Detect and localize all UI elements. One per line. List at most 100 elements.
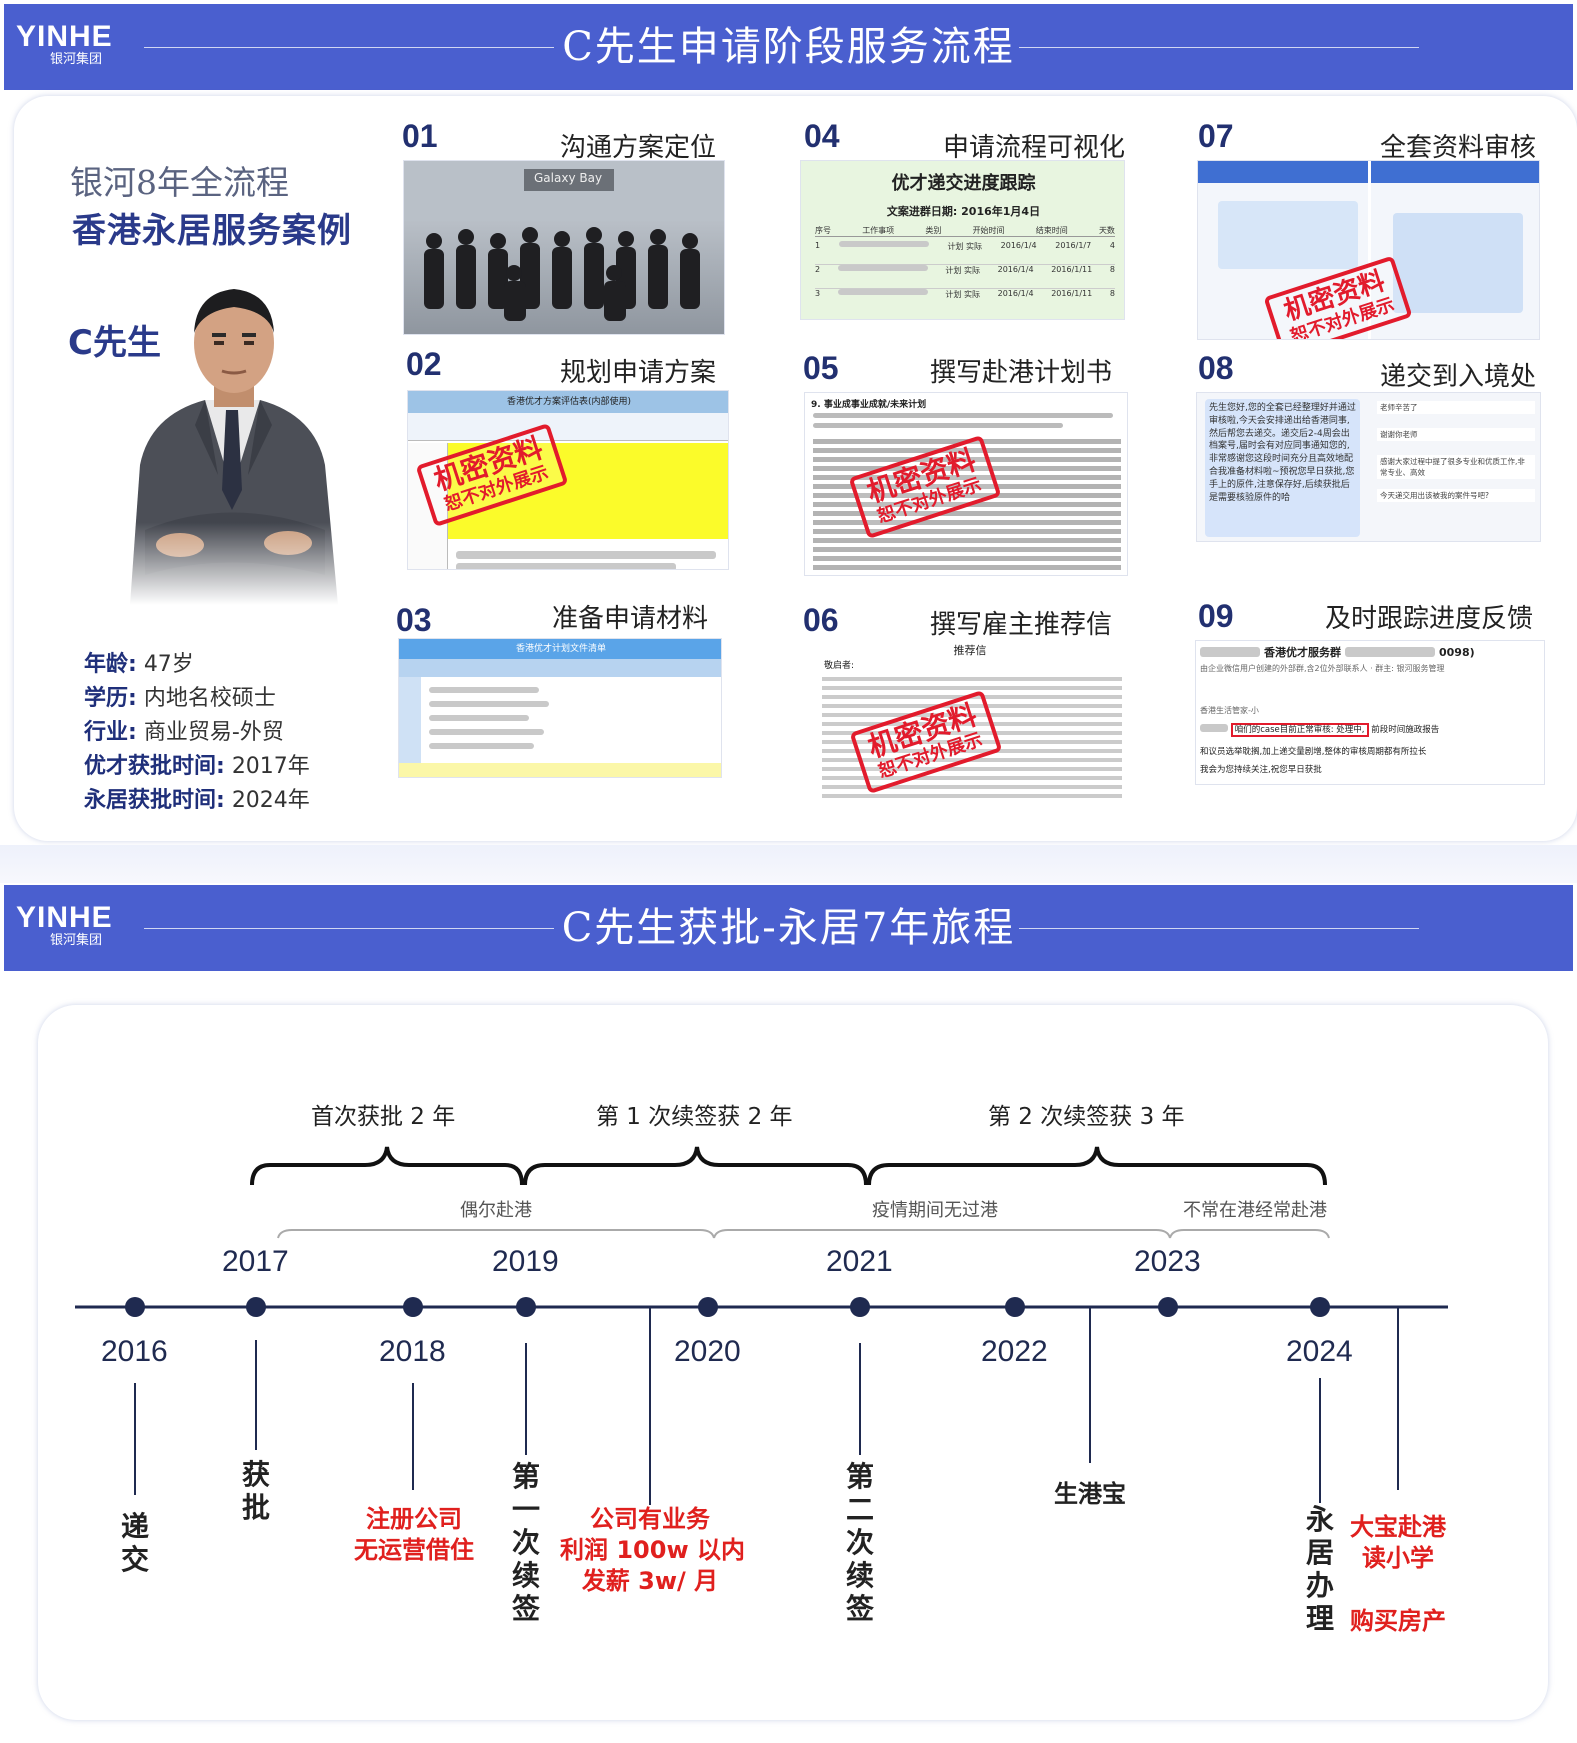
step-06-label: 撰写雇主推荐信 bbox=[930, 610, 1113, 640]
node-2019 bbox=[516, 1297, 536, 1317]
step-06-thumbnail: 推荐信 敬启者: 机密资料恕不对外展示 bbox=[812, 640, 1128, 804]
form-header-row bbox=[408, 413, 728, 441]
form-side-col bbox=[408, 443, 448, 569]
plan-heading: 9. 事业成事业成就/未来计划 bbox=[811, 400, 927, 410]
step-05-thumbnail: 9. 事业成事业成就/未来计划 机密资料恕不对外展示 bbox=[804, 392, 1128, 576]
step-06-number: 06 bbox=[803, 602, 839, 638]
curly-brace-3 bbox=[867, 1146, 1327, 1186]
logo-mark: YINHE bbox=[16, 901, 113, 934]
year-2022: 2022 bbox=[981, 1335, 1048, 1368]
step-04-number: 04 bbox=[804, 118, 840, 154]
year-2016: 2016 bbox=[101, 1335, 168, 1368]
section-separator bbox=[0, 845, 1577, 883]
step-02-number: 02 bbox=[406, 346, 442, 382]
step-05-number: 05 bbox=[803, 350, 839, 386]
year-2020: 2020 bbox=[674, 1335, 741, 1368]
event-company: 注册公司 无运营借住 bbox=[354, 1505, 474, 1564]
step-01-label: 沟通方案定位 bbox=[560, 133, 717, 163]
sub-period-occasional: 偶尔赴港 bbox=[460, 1200, 532, 1221]
node-2023 bbox=[1158, 1297, 1178, 1317]
section-title: C先生获批-永居7年旅程 bbox=[561, 905, 1016, 951]
year-2017: 2017 bbox=[222, 1245, 289, 1278]
curly-brace-1 bbox=[250, 1146, 524, 1186]
fact-education: 学历: 内地名校硕士 bbox=[84, 686, 276, 711]
step-09-thumbnail: 香港优才服务群 0098) 由企业微信用户创建的外部群,含2位外部联系人 · 群… bbox=[1195, 640, 1545, 785]
form-highlight-area bbox=[448, 443, 728, 539]
bracket-label-first-approval: 首次获批 2 年 bbox=[311, 1104, 456, 1130]
logo-subtitle: 银河集团 bbox=[50, 933, 103, 948]
bracket-label-second-renewal: 第 2 次续签获 3 年 bbox=[988, 1104, 1185, 1130]
node-2018 bbox=[403, 1297, 423, 1317]
step-05-label: 撰写赴港计划书 bbox=[930, 358, 1113, 388]
fact-pr-approval: 永居获批时间: 2024年 bbox=[84, 788, 310, 813]
step-07-thumbnail: 机密资料恕不对外展示 bbox=[1197, 160, 1540, 340]
event-permanent-residence: 永居办理 bbox=[1305, 1503, 1334, 1635]
curly-brace-2 bbox=[523, 1146, 868, 1186]
node-2016 bbox=[125, 1297, 145, 1317]
office-sign: Galaxy Bay bbox=[534, 171, 603, 185]
step-04-label: 申请流程可视化 bbox=[943, 133, 1126, 163]
node-2022 bbox=[1005, 1297, 1025, 1317]
intro-line-1: 银河8年全流程 bbox=[70, 163, 289, 202]
chat-window-header-left bbox=[1198, 161, 1368, 183]
list-item: 老师辛苦了 bbox=[1377, 401, 1535, 414]
event-second-renewal: 第二次续签 bbox=[845, 1460, 874, 1625]
team-photo-icon bbox=[404, 161, 724, 321]
list-item: 谢谢你老师 bbox=[1377, 428, 1535, 441]
logo-mark: YINHE bbox=[16, 20, 113, 53]
event-first-renewal: 第一次续签 bbox=[511, 1460, 540, 1625]
client-facts: 年龄: 47岁 学历: 内地名校硕士 行业: 商业贸易-外贸 优才获批时间: 2… bbox=[84, 648, 310, 818]
sub-brace-2 bbox=[713, 1229, 1171, 1239]
chat-bubble-main: 先生您好,您的全套已经整理好并通过审核啦,今天会安排递出给香港同事,然后帮您去递… bbox=[1205, 399, 1360, 537]
sub-period-frequent: 不常在港经常赴港 bbox=[1183, 1200, 1327, 1221]
step-08-number: 08 bbox=[1198, 350, 1234, 386]
chat-message-line-1: 咱们的case目前正常审核: 处理中, 前段时间施政报告 bbox=[1200, 723, 1439, 737]
step-03-label: 准备申请材料 bbox=[552, 604, 709, 634]
section-title: C先生申请阶段服务流程 bbox=[562, 24, 1015, 70]
list-item: 今天递交用出该被我的案件号吧? bbox=[1377, 489, 1535, 502]
step-02-label: 规划申请方案 bbox=[560, 358, 717, 388]
recommendation-blurred-text bbox=[822, 672, 1122, 802]
event-submit: 递交 bbox=[120, 1510, 149, 1576]
chat-message-line-3: 我会为您持续关注,祝您早日获批 bbox=[1200, 765, 1322, 775]
node-2017 bbox=[246, 1297, 266, 1317]
step-01-number: 01 bbox=[402, 118, 438, 154]
node-2020 bbox=[698, 1297, 718, 1317]
step-02-thumbnail: 香港优才方案评估表(内部使用) 机密资料恕不对外展示 bbox=[407, 390, 729, 570]
timeline-panel bbox=[38, 1005, 1548, 1720]
step-09-number: 09 bbox=[1198, 598, 1234, 634]
chat-group-header: 香港优才服务群 0098) bbox=[1200, 643, 1540, 661]
event-kid-school: 大宝赴港 读小学 bbox=[1350, 1513, 1446, 1572]
year-2018: 2018 bbox=[379, 1335, 446, 1368]
recommendation-salutation: 敬启者: bbox=[824, 661, 855, 671]
progress-tracker-title: 优才递交进度跟踪 bbox=[891, 173, 1036, 194]
step-07-number: 07 bbox=[1198, 118, 1234, 154]
sub-period-pandemic: 疫情期间无过港 bbox=[872, 1200, 998, 1221]
step-01-thumbnail: Galaxy Bay bbox=[403, 160, 725, 335]
step-08-thumbnail: 先生您好,您的全套已经整理好并通过审核啦,今天会安排递出给香港同事,然后帮您去递… bbox=[1196, 392, 1541, 542]
header-banner-2: YINHE 银河集团 C先生获批-永居7年旅程 bbox=[4, 885, 1573, 971]
list-item: 感谢大家过程中提了很多专业和优质工作,非常专业、高效 bbox=[1377, 455, 1535, 479]
tracker-header-row: 序号 工作事项 类别 开始时间 结束时间 天数 bbox=[815, 226, 1115, 237]
node-2024 bbox=[1310, 1297, 1330, 1317]
year-2021: 2021 bbox=[826, 1245, 893, 1278]
chat-sender: 香港生活管家-小 bbox=[1200, 706, 1259, 715]
node-2021 bbox=[850, 1297, 870, 1317]
plan-blurred-text bbox=[813, 435, 1121, 573]
chat-message-line-2: 和议员选举耽搁,加上递交量剧增,整体的审核周期都有所拉长 bbox=[1200, 747, 1427, 757]
step-07-label: 全套资料审核 bbox=[1380, 133, 1537, 163]
year-2024: 2024 bbox=[1286, 1335, 1353, 1368]
step-08-label: 递交到入境处 bbox=[1380, 362, 1537, 392]
step-03-thumbnail: 香港优才计划文件清单 bbox=[398, 638, 722, 778]
step-04-thumbnail: 优才递交进度跟踪 文案进群日期: 2016年1月4日 序号 工作事项 类别 开始… bbox=[800, 160, 1125, 320]
brand-logo: YINHE 银河集团 bbox=[16, 22, 113, 68]
header-banner-1: YINHE 银河集团 C先生申请阶段服务流程 bbox=[4, 4, 1573, 90]
fact-age: 年龄: 47岁 bbox=[84, 652, 194, 677]
intro-line-2: 香港永居服务案例 bbox=[72, 211, 352, 251]
brand-logo: YINHE 银河集团 bbox=[16, 903, 113, 949]
chat-window-header-right bbox=[1371, 161, 1539, 183]
